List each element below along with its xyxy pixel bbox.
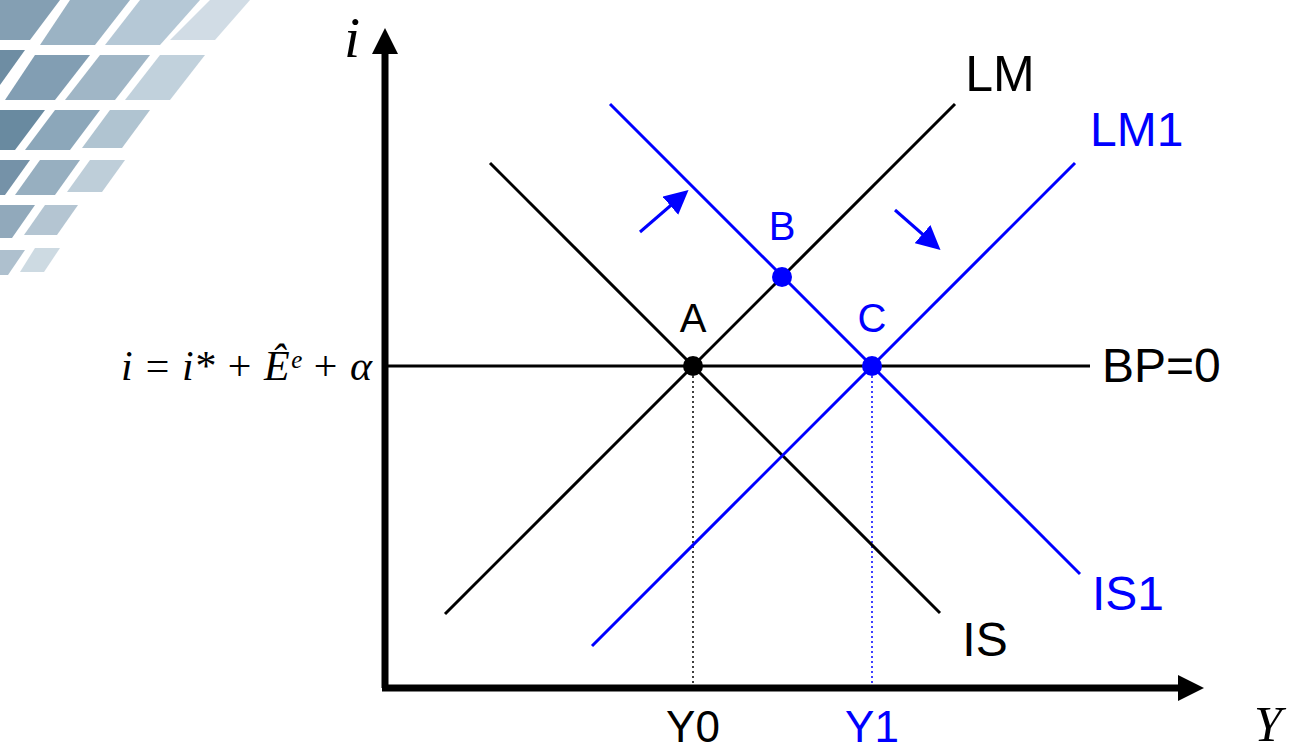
curve-label: IS1 — [1092, 568, 1164, 621]
horizontal-axis — [382, 685, 1182, 692]
curve-label: IS — [962, 614, 1007, 667]
equilibrium-point — [862, 356, 882, 376]
equation-label: i = i* + Êᵉ + α — [121, 343, 372, 389]
axis-arrowhead — [372, 28, 398, 54]
axis-arrowhead — [1178, 675, 1204, 701]
equilibrium-point — [683, 356, 703, 376]
axis-value: Y1 — [845, 703, 899, 751]
is1-curve — [610, 104, 1080, 574]
axis-label: i — [344, 6, 360, 70]
bp-line — [385, 365, 1090, 368]
axis-value: Y0 — [666, 703, 720, 751]
point-label: B — [769, 204, 796, 248]
lm1-curve — [592, 163, 1075, 646]
is-curve — [490, 163, 940, 613]
equilibrium-point — [772, 267, 792, 287]
vertical-axis — [382, 48, 389, 688]
guide-line — [871, 376, 873, 684]
point-label: C — [858, 296, 887, 340]
decorative-tiles — [0, 0, 250, 275]
guide-line — [692, 376, 694, 684]
point-label: A — [680, 296, 707, 340]
shift-arrow — [640, 194, 684, 232]
curve-label: LM1 — [1090, 104, 1183, 157]
curve-label: LM — [965, 47, 1034, 102]
axes — [372, 28, 1204, 701]
curve-label: BP=0 — [1102, 340, 1221, 393]
shift-arrow — [895, 210, 936, 246]
axis-label: Y — [1254, 697, 1282, 752]
